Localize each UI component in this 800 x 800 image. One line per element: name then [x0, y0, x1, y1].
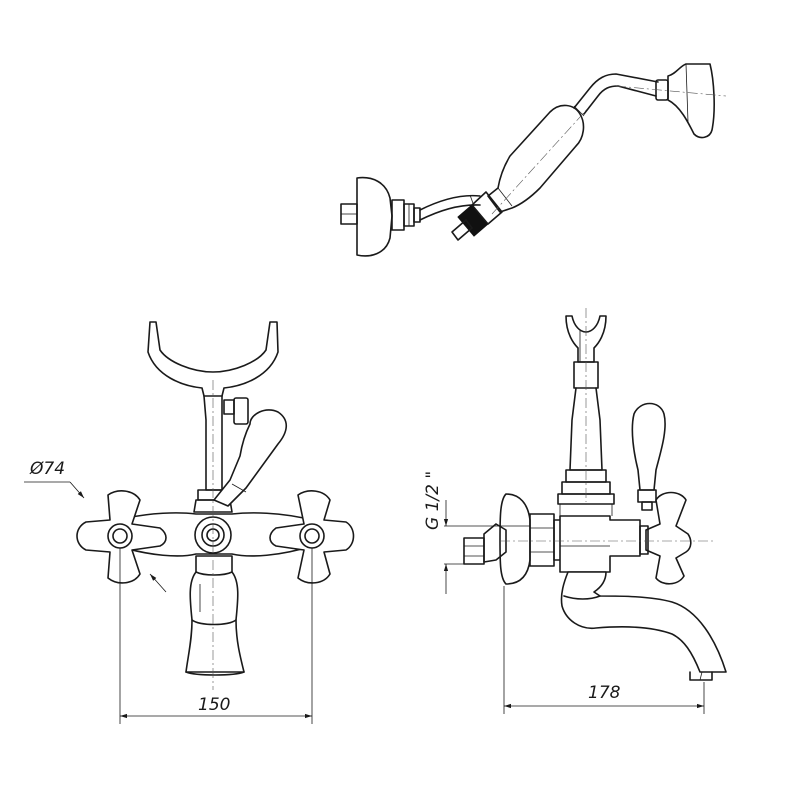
side-cradle: [565, 315, 607, 363]
diverter-knob: [223, 397, 249, 425]
front-width-dimension: 150: [119, 548, 313, 724]
diverter-lever: [213, 409, 288, 507]
front-spout: [185, 555, 245, 676]
thread-label: G 1/2 ": [423, 471, 443, 530]
diameter-dimension: Ø74: [24, 459, 167, 593]
mixer-side-view: G 1/2 " 178: [423, 308, 727, 714]
shower-cradle: [147, 321, 279, 397]
diameter-label: Ø74: [29, 459, 65, 479]
side-wall-connector: [463, 493, 565, 585]
shower-head: [615, 63, 727, 139]
wall-bracket: [340, 176, 421, 257]
side-spout: [560, 571, 727, 681]
side-body: [559, 504, 641, 573]
left-cross-handle: [76, 490, 167, 584]
thread-dimension: G 1/2 ": [423, 471, 530, 594]
mixer-front-view: Ø74 150: [24, 321, 355, 724]
hand-shower-assembly: [340, 63, 727, 257]
shower-handle: [487, 104, 591, 215]
front-width-label: 150: [198, 695, 230, 715]
side-lever: [631, 402, 666, 511]
side-cross-handle: [639, 491, 692, 585]
shower-arm: [573, 73, 659, 115]
side-depth-dimension: 178: [503, 586, 705, 714]
hose-connector: [451, 191, 503, 241]
side-depth-label: 178: [588, 683, 621, 703]
